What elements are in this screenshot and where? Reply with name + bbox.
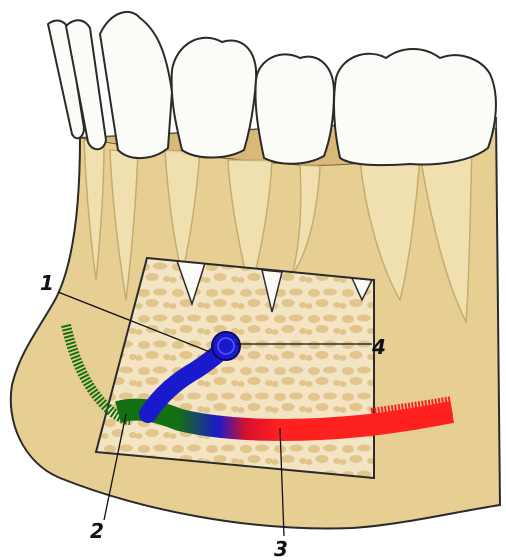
label-1: 1 <box>40 271 54 295</box>
tooth-premolar-1 <box>172 38 257 158</box>
tooth-molar <box>334 49 496 165</box>
bone-cutaway-window <box>96 258 374 478</box>
label-2: 2 <box>90 519 104 543</box>
label-3: 3 <box>274 537 288 560</box>
mental-foramen <box>212 332 240 360</box>
label-4: 4 <box>371 335 386 359</box>
tooth-premolar-2 <box>255 54 334 163</box>
